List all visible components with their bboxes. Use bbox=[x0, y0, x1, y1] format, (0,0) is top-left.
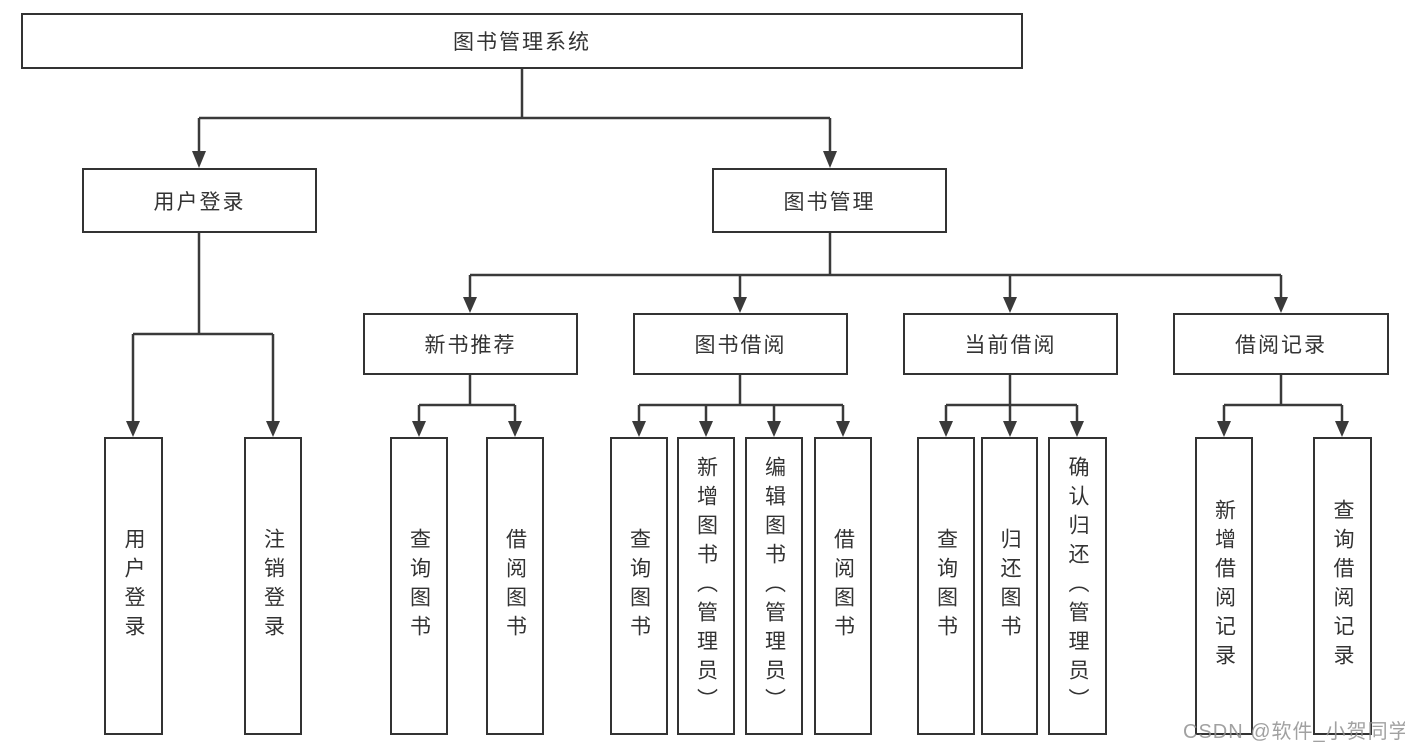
leaf-logout: 注销登录 bbox=[244, 437, 302, 735]
node-label: 查询借阅记录 bbox=[1331, 499, 1354, 673]
leaf-query-borrow-record: 查询借阅记录 bbox=[1313, 437, 1372, 735]
leaf-query-books-2: 查询图书 bbox=[610, 437, 668, 735]
leaf-confirm-return-admin: 确认归还（管理员） bbox=[1048, 437, 1107, 735]
node-label: 注销登录 bbox=[261, 528, 285, 644]
node-label: 当前借阅 bbox=[964, 334, 1057, 357]
node-label: 图书管理系统 bbox=[453, 31, 591, 54]
node-label: 图书借阅 bbox=[694, 334, 787, 357]
node-label: 新增图书（管理员） bbox=[694, 455, 718, 717]
node-label: 查询图书 bbox=[407, 528, 431, 644]
node-label: 查询图书 bbox=[627, 528, 651, 644]
node-label: 新书推荐 bbox=[424, 334, 517, 357]
node-label: 借阅记录 bbox=[1235, 334, 1327, 357]
leaf-borrow-books-2: 借阅图书 bbox=[814, 437, 872, 735]
node-label: 借阅图书 bbox=[831, 528, 855, 644]
leaf-query-books-1: 查询图书 bbox=[390, 437, 448, 735]
node-label: 归还图书 bbox=[998, 528, 1021, 644]
leaf-return-books: 归还图书 bbox=[981, 437, 1038, 735]
node-borrow-record: 借阅记录 bbox=[1173, 313, 1389, 375]
leaf-user-login: 用户登录 bbox=[104, 437, 163, 735]
leaf-add-books-admin: 新增图书（管理员） bbox=[677, 437, 735, 735]
node-book-borrow: 图书借阅 bbox=[633, 313, 848, 375]
node-label: 确认归还（管理员） bbox=[1066, 455, 1089, 717]
node-library-management-system: 图书管理系统 bbox=[21, 13, 1023, 69]
node-label: 借阅图书 bbox=[503, 528, 527, 644]
node-label: 用户登录 bbox=[122, 528, 145, 644]
leaf-borrow-books-1: 借阅图书 bbox=[486, 437, 544, 735]
node-book-management: 图书管理 bbox=[712, 168, 947, 233]
leaf-add-borrow-record: 新增借阅记录 bbox=[1195, 437, 1253, 735]
leaf-query-books-3: 查询图书 bbox=[917, 437, 975, 735]
csdn-watermark: CSDN @软件_小贺同学 bbox=[1183, 721, 1405, 743]
node-label: 新增借阅记录 bbox=[1212, 499, 1236, 673]
node-label: 编辑图书（管理员） bbox=[762, 455, 786, 717]
node-label: 图书管理 bbox=[783, 190, 876, 214]
node-new-book-recommend: 新书推荐 bbox=[363, 313, 578, 375]
arrowheads bbox=[126, 151, 1349, 437]
node-user-login: 用户登录 bbox=[82, 168, 317, 233]
leaf-edit-books-admin: 编辑图书（管理员） bbox=[745, 437, 803, 735]
node-label: 查询图书 bbox=[934, 528, 958, 644]
node-current-borrow: 当前借阅 bbox=[903, 313, 1118, 375]
node-label: 用户登录 bbox=[153, 190, 246, 214]
